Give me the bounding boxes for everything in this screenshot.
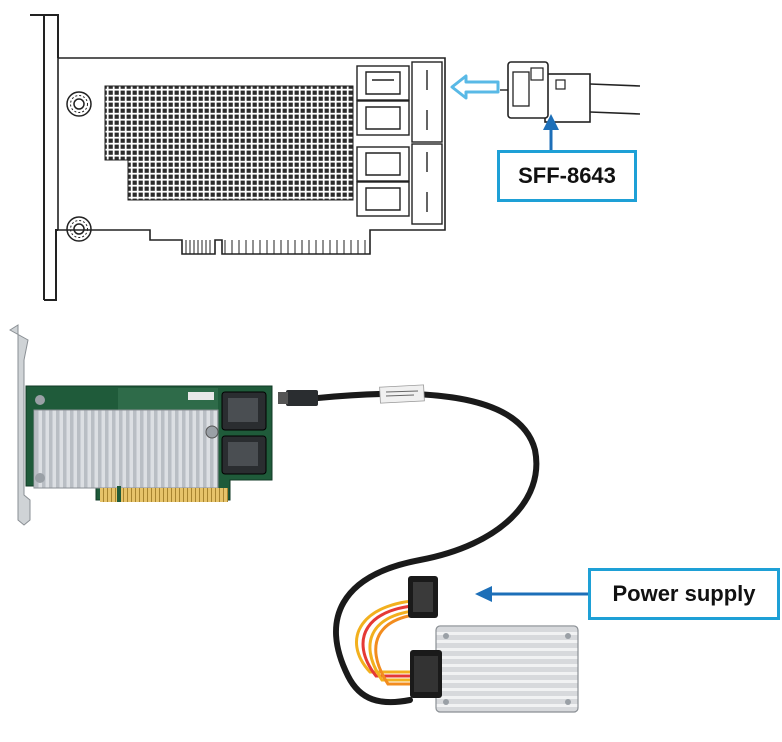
sata-power-connector [408, 576, 438, 618]
photo-card-assembly [9, 324, 273, 526]
photo-bracket [9, 324, 31, 526]
pointer-arrow-left-icon [475, 586, 588, 602]
mounting-hole-top [66, 91, 92, 117]
pointer-arrow-up-icon [543, 114, 559, 150]
sff-cable-plug [500, 61, 641, 123]
pcie-bracket-outline [30, 14, 58, 301]
cable-label [379, 384, 425, 404]
photo-heatsink [33, 409, 219, 489]
heatsink-grid [104, 85, 354, 201]
photo-cable-plug [278, 390, 318, 406]
ssd-connector [410, 650, 442, 698]
mounting-hole-bottom [66, 216, 92, 242]
sff-ports-outline [356, 61, 443, 225]
sff-cable [315, 390, 540, 706]
u2-ssd [435, 625, 579, 713]
pcie-edge-connector-outline [184, 240, 366, 255]
sff-8643-callout: SFF-8643 [497, 150, 637, 202]
bracket-tab [30, 14, 59, 58]
insert-arrow-icon [450, 74, 500, 100]
line-drawing-card [30, 14, 446, 301]
photo-gold-fingers [100, 488, 228, 502]
power-supply-callout: Power supply [588, 568, 780, 620]
